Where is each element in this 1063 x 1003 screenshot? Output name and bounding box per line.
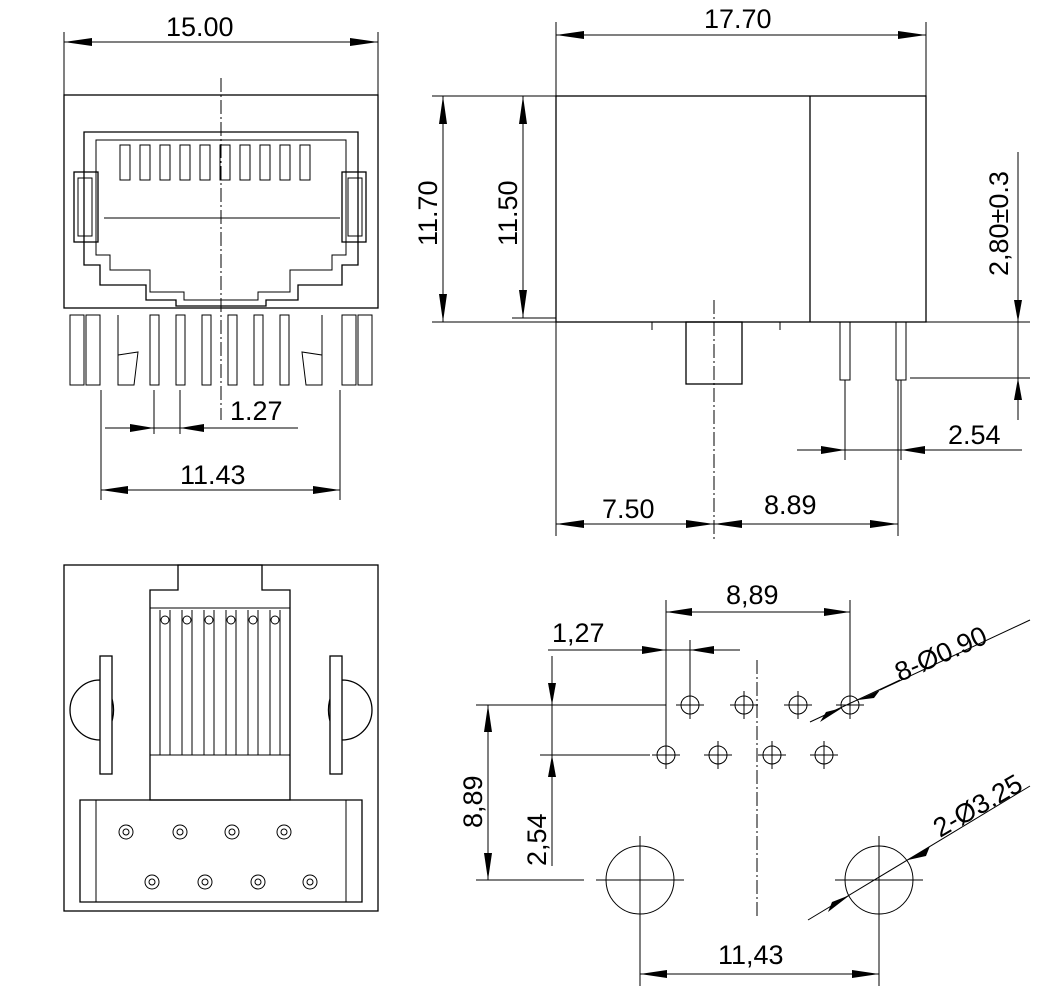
mount-hole-right — [835, 836, 923, 924]
bottom-pins — [118, 824, 318, 890]
pin-block — [79, 799, 363, 903]
dim-pin-length: 2,80±0.3 — [984, 171, 1014, 276]
right-latch — [341, 171, 367, 243]
top-tab — [149, 564, 291, 801]
dim-height: 11.70 — [413, 180, 443, 246]
dim-mount-span: 11,43 — [718, 940, 784, 970]
pin-holes-row-2 — [652, 741, 838, 769]
left-peg — [69, 679, 115, 741]
dim-pin-hole: 8-Ø0.90 — [890, 620, 991, 687]
dim-pitch: 1.27 — [230, 396, 283, 426]
right-peg — [327, 679, 373, 741]
footprint-view: 8,89 1,27 8-Ø0.90 8,89 2,54 2-Ø3.25 — [458, 580, 1031, 986]
dim-row-pitch: 2,54 — [522, 813, 552, 866]
dim-pin-pitch: 2.54 — [948, 420, 1001, 450]
dim-front-offset: 7.50 — [602, 494, 655, 524]
dim-inner-height: 11.50 — [493, 180, 523, 246]
dim-length: 17.70 — [704, 4, 772, 34]
contact-springs — [119, 144, 311, 181]
dim-pin-pitch-fp: 1,27 — [552, 618, 605, 648]
mount-hole-left — [596, 836, 684, 924]
dim-row-offset: 8,89 — [458, 775, 488, 828]
front-view: 15.00 1.27 11.43 — [63, 12, 379, 500]
pin-holes-row-1 — [676, 691, 864, 719]
dim-mount-hole: 2-Ø3.25 — [928, 768, 1027, 843]
plug-opening — [83, 131, 359, 307]
left-latch — [73, 171, 99, 243]
side-pin-2 — [895, 321, 907, 381]
dim-pin-span: 8,89 — [726, 580, 779, 610]
contact-grid — [159, 610, 281, 755]
side-view: 17.70 11.70 11.50 2,80±0.3 2.54 — [413, 4, 1030, 540]
dim-width: 15.00 — [166, 12, 234, 42]
bottom-view — [63, 564, 379, 912]
front-pins — [69, 314, 373, 386]
side-pin-1 — [839, 321, 851, 381]
side-housing — [555, 95, 927, 323]
dim-span: 11.43 — [180, 460, 246, 490]
dim-pin-offset: 8.89 — [764, 490, 817, 520]
